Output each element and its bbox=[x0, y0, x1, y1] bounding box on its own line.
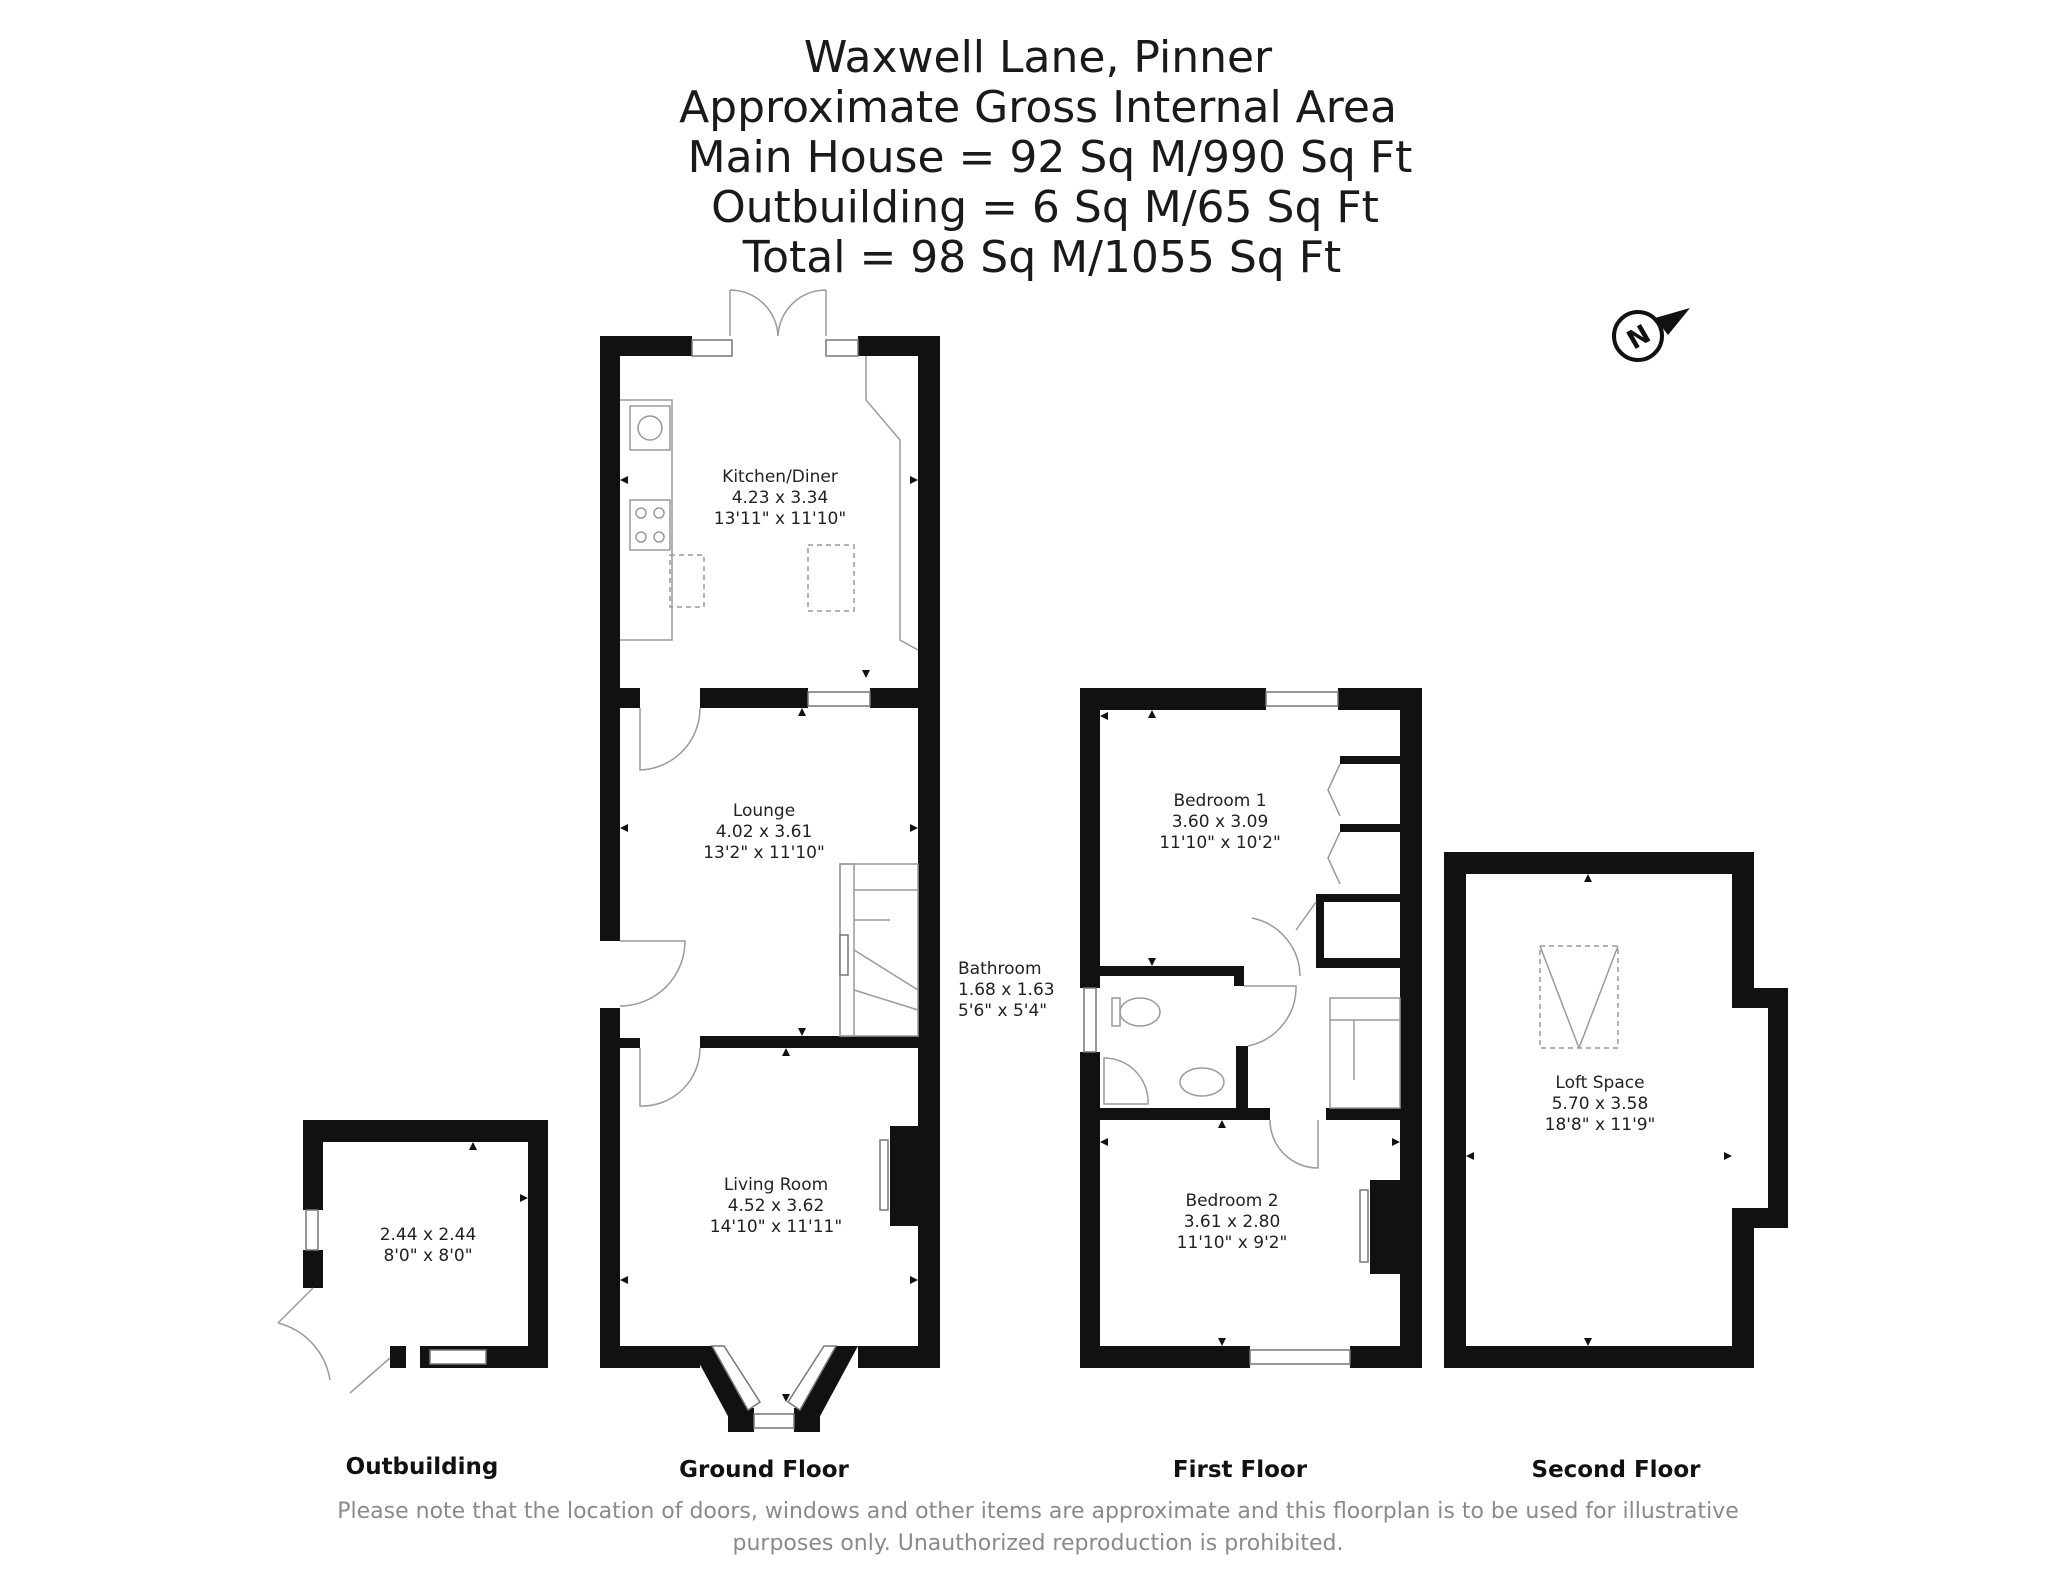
header-title: Waxwell Lane, Pinner Approximate Gross I… bbox=[679, 32, 1412, 283]
ground-floor-plan bbox=[600, 289, 940, 1432]
room-label-bathroom: Bathroom 1.68 x 1.63 5'6" x 5'4" bbox=[958, 959, 1055, 1021]
title-total: Total = 98 Sq M/1055 Sq Ft bbox=[742, 232, 1342, 283]
svg-text:1.68 x 1.63: 1.68 x 1.63 bbox=[958, 980, 1055, 1000]
svg-text:Lounge: Lounge bbox=[733, 801, 795, 821]
room-label-kitchen: Kitchen/Diner 4.23 x 3.34 13'11" x 11'10… bbox=[714, 467, 846, 529]
compass-letter: N bbox=[1622, 319, 1656, 356]
svg-text:2.44 x 2.44: 2.44 x 2.44 bbox=[380, 1225, 477, 1245]
svg-text:14'10" x 11'11": 14'10" x 11'11" bbox=[710, 1217, 842, 1237]
floor-label-outbuilding: Outbuilding bbox=[346, 1454, 499, 1480]
svg-text:18'8" x 11'9": 18'8" x 11'9" bbox=[1545, 1115, 1656, 1135]
svg-text:13'2" x 11'10": 13'2" x 11'10" bbox=[703, 843, 825, 863]
svg-text:5.70 x 3.58: 5.70 x 3.58 bbox=[1552, 1094, 1649, 1114]
svg-text:Living Room: Living Room bbox=[724, 1175, 828, 1195]
floor-label-ground: Ground Floor bbox=[679, 1457, 849, 1483]
svg-text:4.23 x 3.34: 4.23 x 3.34 bbox=[732, 488, 829, 508]
room-label-outbuilding: 2.44 x 2.44 8'0" x 8'0" bbox=[380, 1225, 477, 1266]
second-floor-plan bbox=[1444, 852, 1788, 1368]
svg-text:Bedroom 2: Bedroom 2 bbox=[1185, 1191, 1278, 1211]
disclaimer: Please note that the location of doors, … bbox=[337, 1499, 1738, 1556]
room-label-living-room: Living Room 4.52 x 3.62 14'10" x 11'11" bbox=[710, 1175, 842, 1237]
svg-text:Bathroom: Bathroom bbox=[958, 959, 1042, 979]
room-label-lounge: Lounge 4.02 x 3.61 13'2" x 11'10" bbox=[703, 801, 825, 863]
north-compass-icon: N bbox=[1612, 308, 1690, 362]
floor-label-second: Second Floor bbox=[1532, 1457, 1702, 1483]
svg-text:4.52 x 3.62: 4.52 x 3.62 bbox=[728, 1196, 825, 1216]
svg-text:8'0" x 8'0": 8'0" x 8'0" bbox=[383, 1246, 472, 1266]
svg-text:3.60 x 3.09: 3.60 x 3.09 bbox=[1172, 812, 1269, 832]
first-floor-plan bbox=[1080, 688, 1422, 1368]
svg-text:5'6" x 5'4": 5'6" x 5'4" bbox=[958, 1001, 1047, 1021]
svg-text:11'10" x 10'2": 11'10" x 10'2" bbox=[1159, 833, 1281, 853]
room-label-bedroom-2: Bedroom 2 3.61 x 2.80 11'10" x 9'2" bbox=[1177, 1191, 1288, 1253]
room-label-bedroom-1: Bedroom 1 3.60 x 3.09 11'10" x 10'2" bbox=[1159, 791, 1281, 853]
svg-text:13'11" x 11'10": 13'11" x 11'10" bbox=[714, 509, 846, 529]
svg-text:11'10" x 9'2": 11'10" x 9'2" bbox=[1177, 1233, 1288, 1253]
svg-text:3.61 x 2.80: 3.61 x 2.80 bbox=[1184, 1212, 1281, 1232]
title-outbuilding: Outbuilding = 6 Sq M/65 Sq Ft bbox=[711, 182, 1379, 233]
svg-text:Kitchen/Diner: Kitchen/Diner bbox=[722, 467, 838, 487]
svg-text:4.02 x 3.61: 4.02 x 3.61 bbox=[716, 822, 813, 842]
svg-text:Please note that the location: Please note that the location of doors, … bbox=[337, 1499, 1738, 1524]
title-address: Waxwell Lane, Pinner bbox=[804, 32, 1273, 83]
outbuilding-plan bbox=[277, 1120, 548, 1394]
room-label-loft-space: Loft Space 5.70 x 3.58 18'8" x 11'9" bbox=[1545, 1073, 1656, 1135]
svg-text:purposes only. Unauthorized re: purposes only. Unauthorized reproduction… bbox=[733, 1531, 1344, 1556]
floor-label-first: First Floor bbox=[1173, 1457, 1308, 1483]
title-main-house: Main House = 92 Sq M/990 Sq Ft bbox=[688, 132, 1413, 183]
svg-text:Bedroom 1: Bedroom 1 bbox=[1173, 791, 1266, 811]
title-area-heading: Approximate Gross Internal Area bbox=[679, 82, 1397, 133]
svg-text:Loft Space: Loft Space bbox=[1555, 1073, 1644, 1093]
